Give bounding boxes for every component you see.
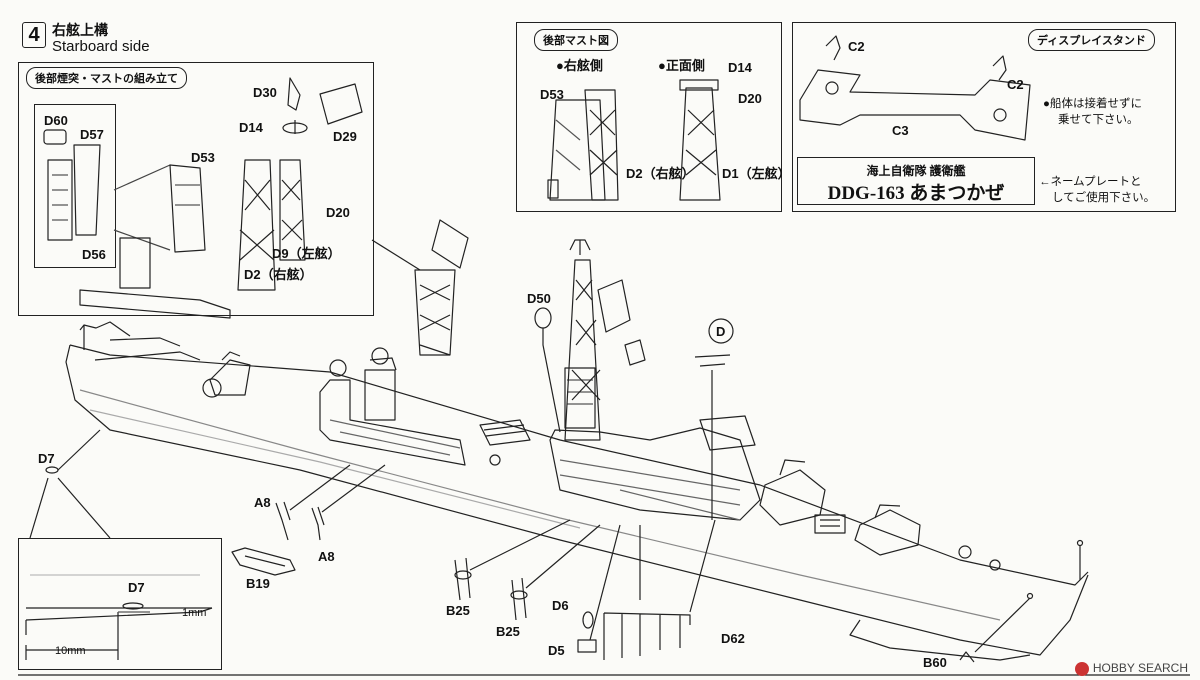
label-d9: D9（左舷） [272,246,341,261]
stand-label-c3: C3 [892,123,909,138]
inset-mast-drawing [547,79,721,201]
part-label-d50: D50 [527,291,551,306]
part-b60 [959,592,1034,663]
watermark-text: HOBBY SEARCH [1092,661,1188,676]
inset-stack-sub-box [34,104,116,268]
part-b19 [231,547,296,576]
part-label-b25-top: B25 [446,603,470,618]
inset-stand-drawing [799,35,1031,141]
inset-d7-box [18,538,222,670]
stand-label-c2-right: C2 [1007,77,1024,92]
label-d30: D30 [253,85,277,100]
mast-label-d2: D2（右舷） [626,166,695,181]
stand-note-1: ●船体は接着せずに [1043,98,1142,110]
d7-detail-label: D7 [128,580,145,595]
forward-superstructure [549,239,761,521]
inset-stand-heading: ディスプレイスタンド [1028,29,1155,51]
inset-stack-drawing [43,77,421,319]
d7-dim-length: 10mm [55,645,86,657]
label-d53: D53 [191,150,215,165]
part-label-d-circle: D [716,324,726,339]
part-label-b19: B19 [246,576,270,591]
step-title-jp: 右舷上構 [52,22,108,38]
inset-stack-heading: 後部煙突・マストの組み立て [26,67,187,89]
nameplate-line-1: 海上自衛隊 護衛艦 [866,164,966,178]
part-label-b60: B60 [923,655,947,670]
stand-note-2: 乗せて下さい。 [1058,114,1139,126]
mast-label-d53: D53 [540,87,564,102]
nameplate-line-2: DDG-163 あまつかぜ [827,183,1005,204]
hobby-search-logo-icon [1074,662,1089,676]
part-a8 [275,464,386,541]
part-d50 [534,307,561,433]
stern-structure [79,321,251,398]
mast-front-label: ●正面側 [658,58,705,73]
forward-turrets [759,459,1001,571]
stand-label-c2-left: C2 [848,39,865,54]
part-label-d5: D5 [548,643,565,658]
part-d-circle [694,318,734,520]
part-b25 [454,519,601,621]
watermark: HOBBY SEARCH [1074,661,1188,676]
part-label-a8-bottom: A8 [318,549,335,564]
label-d2: D2（右舷） [244,267,313,282]
inset-mast-heading: 後部マスト図 [534,29,618,51]
mast-label-d20: D20 [738,91,762,106]
label-d56: D56 [82,247,106,262]
inset-mast-box [516,22,782,212]
part-label-a8-top: A8 [254,495,271,510]
d7-dim-height: 1mm [182,607,207,619]
part-d62 [603,519,716,660]
part-label-d62: D62 [721,631,745,646]
label-d14: D14 [239,120,263,135]
inset-d7-drawing [25,574,213,660]
mast-label-d14: D14 [728,60,752,75]
label-d60: D60 [44,113,68,128]
step-number: 4 [22,22,46,48]
label-d57: D57 [80,127,104,142]
part-label-b25-bottom: B25 [496,624,520,639]
bow-staff [1076,539,1084,580]
nameplate-note-2: してご使用下さい。 [1052,192,1156,204]
rear-superstructure [319,219,469,466]
mast-starboard-label: ●右舷側 [556,58,603,73]
step-title-en: Starboard side [52,38,150,55]
part-label-d6: D6 [552,598,569,613]
ship-hull [65,344,1089,661]
part-d7 [29,429,111,539]
nameplate: 海上自衛隊 護衛艦 DDG-163 あまつかぜ [797,157,1035,205]
inset-stand-box [792,22,1176,212]
part-label-d7: D7 [38,451,55,466]
label-d29: D29 [333,129,357,144]
mast-label-d1: D1（左舷） [722,166,791,181]
nameplate-note-1: ←ネームプレートと [1039,176,1142,188]
label-d20-inset: D20 [326,205,350,220]
part-d5-d6 [577,524,621,653]
deck-items [479,419,531,466]
